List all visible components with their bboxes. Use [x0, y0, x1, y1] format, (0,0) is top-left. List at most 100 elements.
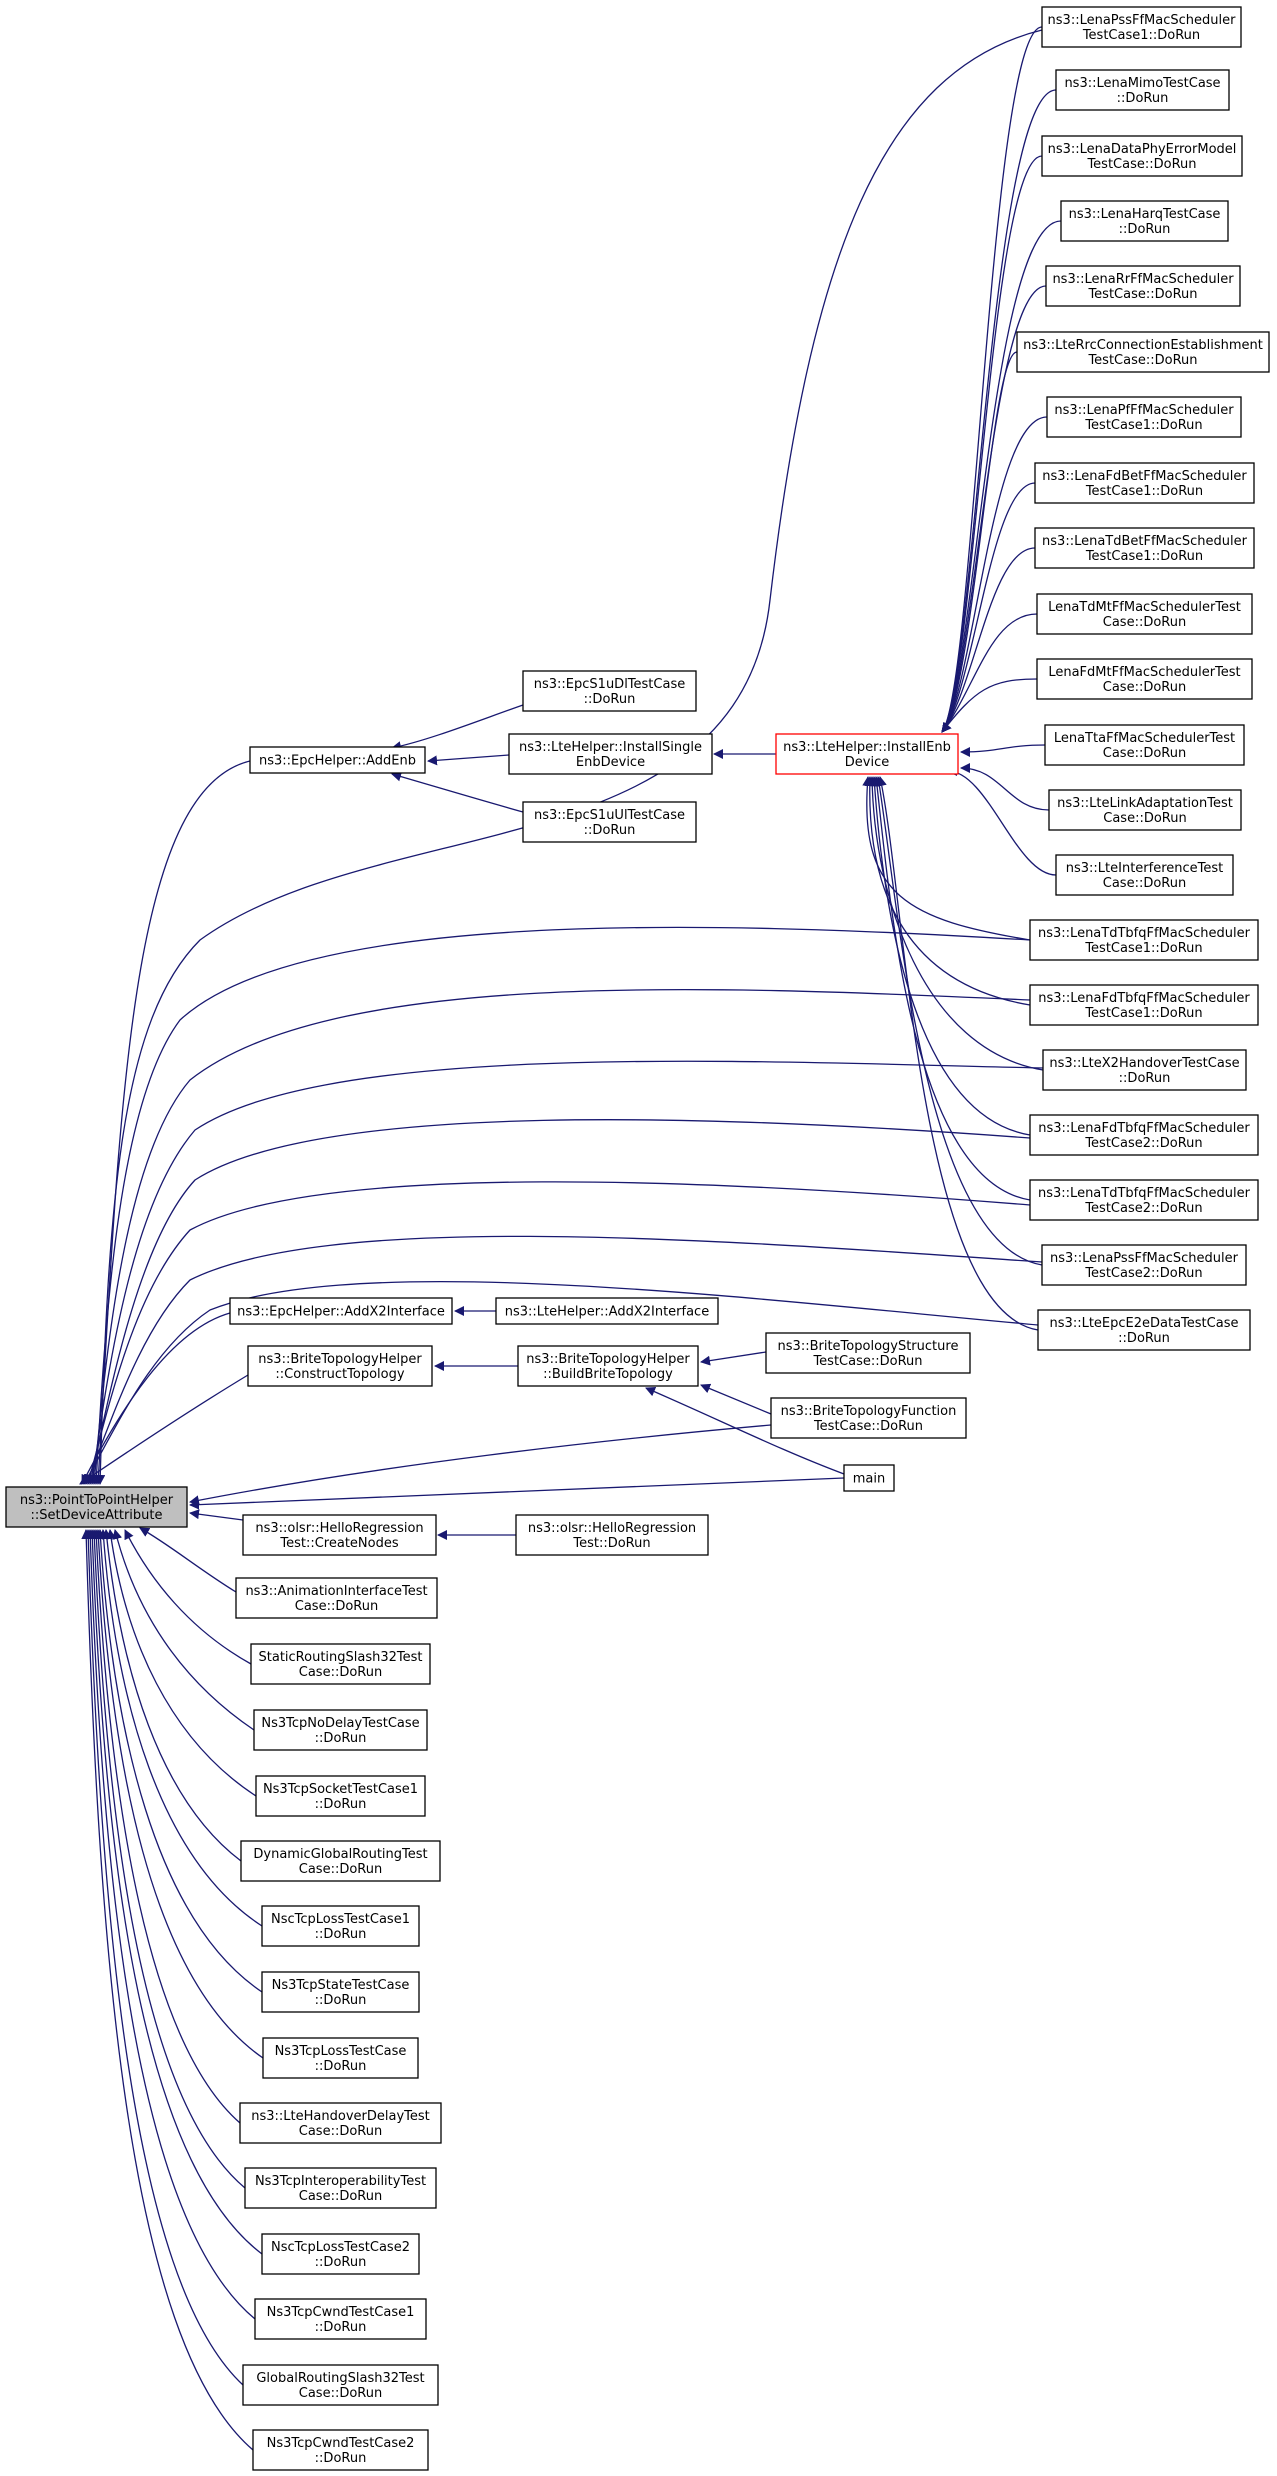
- node-box: [522, 670, 697, 712]
- node-label-line: ns3::LteX2HandoverTestCase: [1049, 1056, 1239, 1071]
- node-britestruct[interactable]: ns3::BriteTopologyStructureTestCase::DoR…: [765, 1332, 971, 1374]
- node-label-line: TestCase::DoRun: [813, 1419, 923, 1434]
- node-harq[interactable]: ns3::LenaHarqTestCase::DoRun: [1060, 200, 1229, 242]
- node-tdtbfq1[interactable]: ns3::LenaTdTbfqFfMacSchedulerTestCase1::…: [1029, 919, 1259, 961]
- node-mimo[interactable]: ns3::LenaMimoTestCase::DoRun: [1055, 69, 1230, 111]
- node-label-line: ns3::LteHelper::InstallEnb: [783, 740, 951, 755]
- node-fdtbfq1[interactable]: ns3::LenaFdTbfqFfMacSchedulerTestCase1::…: [1029, 984, 1259, 1026]
- node-epcul[interactable]: ns3::EpcS1uUlTestCase::DoRun: [522, 801, 697, 843]
- edge-static32-to-sda: [124, 1529, 252, 1665]
- node-label-line: TestCase::DoRun: [1087, 353, 1197, 368]
- node-label-line: ns3::LenaHarqTestCase: [1069, 207, 1221, 222]
- edge-pss2-to-sda: [84, 1235, 1043, 1485]
- node-box: [252, 2429, 429, 2471]
- edge-tdtbfq1-to-sda: [91, 926, 1031, 1485]
- edge-line: [700, 1383, 772, 1415]
- node-tdtbfq2[interactable]: ns3::LenaTdTbfqFfMacSchedulerTestCase2::…: [1029, 1179, 1259, 1221]
- edge-line: [79, 1374, 249, 1485]
- node-nscloss1[interactable]: NscTcpLossTestCase1::DoRun: [261, 1905, 420, 1947]
- node-label-line: Ns3TcpNoDelayTestCase: [261, 1716, 419, 1731]
- node-label-line: Ns3TcpSocketTestCase1: [263, 1782, 418, 1797]
- node-label-line: Case::DoRun: [299, 1862, 382, 1877]
- node-box: [1036, 658, 1253, 700]
- node-label-line: ns3::LenaPssFfMacScheduler: [1048, 13, 1237, 28]
- node-tcploss[interactable]: Ns3TcpLossTestCase::DoRun: [262, 2037, 419, 2079]
- node-fdtbfq2[interactable]: ns3::LenaFdTbfqFfMacSchedulerTestCase2::…: [1029, 1114, 1259, 1156]
- node-lteaddx2[interactable]: ns3::LteHelper::AddX2Interface: [495, 1297, 719, 1325]
- node-cwnd1[interactable]: Ns3TcpCwndTestCase1::DoRun: [254, 2298, 427, 2340]
- node-nscloss2[interactable]: NscTcpLossTestCase2::DoRun: [261, 2233, 420, 2275]
- node-rrc[interactable]: ns3::LteRrcConnectionEstablishmentTestCa…: [1016, 331, 1270, 373]
- node-x2ho[interactable]: ns3::LteX2HandoverTestCase::DoRun: [1042, 1049, 1247, 1091]
- node-label-line: EnbDevice: [576, 755, 645, 770]
- edge-line: [86, 1119, 1031, 1485]
- node-build[interactable]: ns3::BriteTopologyHelper::BuildBriteTopo…: [517, 1345, 699, 1387]
- node-label-line: ns3::LteEpcE2eDataTestCase: [1050, 1316, 1239, 1331]
- node-construct[interactable]: ns3::BriteTopologyHelper::ConstructTopol…: [247, 1345, 433, 1387]
- node-label-line: ::DoRun: [315, 1927, 367, 1942]
- node-tcpstate[interactable]: Ns3TcpStateTestCase::DoRun: [261, 1971, 420, 2013]
- node-box: [261, 1905, 420, 1947]
- node-sda[interactable]: ns3::PointToPointHelper::SetDeviceAttrib…: [5, 1486, 188, 1528]
- node-label-line: Ns3TcpStateTestCase: [272, 1978, 410, 1993]
- node-main[interactable]: main: [843, 1464, 895, 1492]
- node-e2e[interactable]: ns3::LteEpcE2eDataTestCase::DoRun: [1037, 1309, 1251, 1351]
- node-label-line: ::DoRun: [315, 2451, 367, 2466]
- node-label-line: TestCase1::DoRun: [1084, 941, 1202, 956]
- edge-epcul-to-addenb: [391, 771, 524, 813]
- node-label-line: Ns3TcpCwndTestCase1: [267, 2305, 415, 2320]
- node-box: [255, 1775, 426, 1817]
- node-addx2[interactable]: ns3::EpcHelper::AddX2Interface: [229, 1297, 453, 1325]
- node-label-line: TestCase1::DoRun: [1082, 28, 1200, 43]
- node-box: [1045, 265, 1241, 307]
- node-label-line: ns3::olsr::HelloRegression: [255, 1521, 423, 1536]
- node-label-line: ns3::PointToPointHelper: [20, 1493, 174, 1508]
- edge-interop-to-sda: [89, 1529, 246, 2189]
- node-socket1[interactable]: Ns3TcpSocketTestCase1::DoRun: [255, 1775, 426, 1817]
- node-britefunc[interactable]: ns3::BriteTopologyFunctionTestCase::DoRu…: [770, 1397, 967, 1439]
- edge-line: [89, 1529, 246, 2189]
- node-label-line: ns3::LenaPssFfMacScheduler: [1050, 1251, 1239, 1266]
- node-dataphy[interactable]: ns3::LenaDataPhyErrorModelTestCase::DoRu…: [1041, 135, 1243, 177]
- node-fdbet[interactable]: ns3::LenaFdBetFfMacSchedulerTestCase1::D…: [1034, 462, 1255, 504]
- edge-main-to-build: [645, 1386, 845, 1475]
- node-box: [262, 2037, 419, 2079]
- node-label-line: Test::CreateNodes: [279, 1536, 398, 1551]
- edge-line: [941, 220, 1062, 733]
- node-addenb[interactable]: ns3::EpcHelper::AddEnb: [249, 746, 426, 774]
- node-tdbet[interactable]: ns3::LenaTdBetFfMacSchedulerTestCase1::D…: [1034, 527, 1255, 569]
- node-box: [1034, 462, 1255, 504]
- node-nodelay[interactable]: Ns3TcpNoDelayTestCase::DoRun: [253, 1709, 428, 1751]
- edge-line: [106, 1529, 257, 1797]
- node-epcdl[interactable]: ns3::EpcS1uDlTestCase::DoRun: [522, 670, 697, 712]
- node-box: [239, 2102, 442, 2144]
- node-cwnd2[interactable]: Ns3TcpCwndTestCase2::DoRun: [252, 2429, 429, 2471]
- edge-line: [941, 416, 1048, 733]
- node-label-line: ns3::LenaDataPhyErrorModel: [1048, 142, 1237, 157]
- node-pss2[interactable]: ns3::LenaPssFfMacSchedulerTestCase2::DoR…: [1041, 1244, 1247, 1286]
- node-label-line: ::DoRun: [584, 823, 636, 838]
- edge-anim-to-sda: [139, 1527, 237, 1593]
- edge-pss1-to-installenb: [941, 26, 1043, 733]
- node-pss1[interactable]: ns3::LenaPssFfMacSchedulerTestCase1::DoR…: [1041, 6, 1242, 48]
- edge-fdbet-to-installenb: [941, 482, 1036, 733]
- node-pf[interactable]: ns3::LenaPfFfMacSchedulerTestCase1::DoRu…: [1046, 396, 1242, 438]
- node-olsrcreate[interactable]: ns3::olsr::HelloRegressionTest::CreateNo…: [242, 1514, 437, 1556]
- node-label-line: ::DoRun: [315, 1797, 367, 1812]
- node-label-line: ns3::LteHelper::AddX2Interface: [505, 1305, 709, 1320]
